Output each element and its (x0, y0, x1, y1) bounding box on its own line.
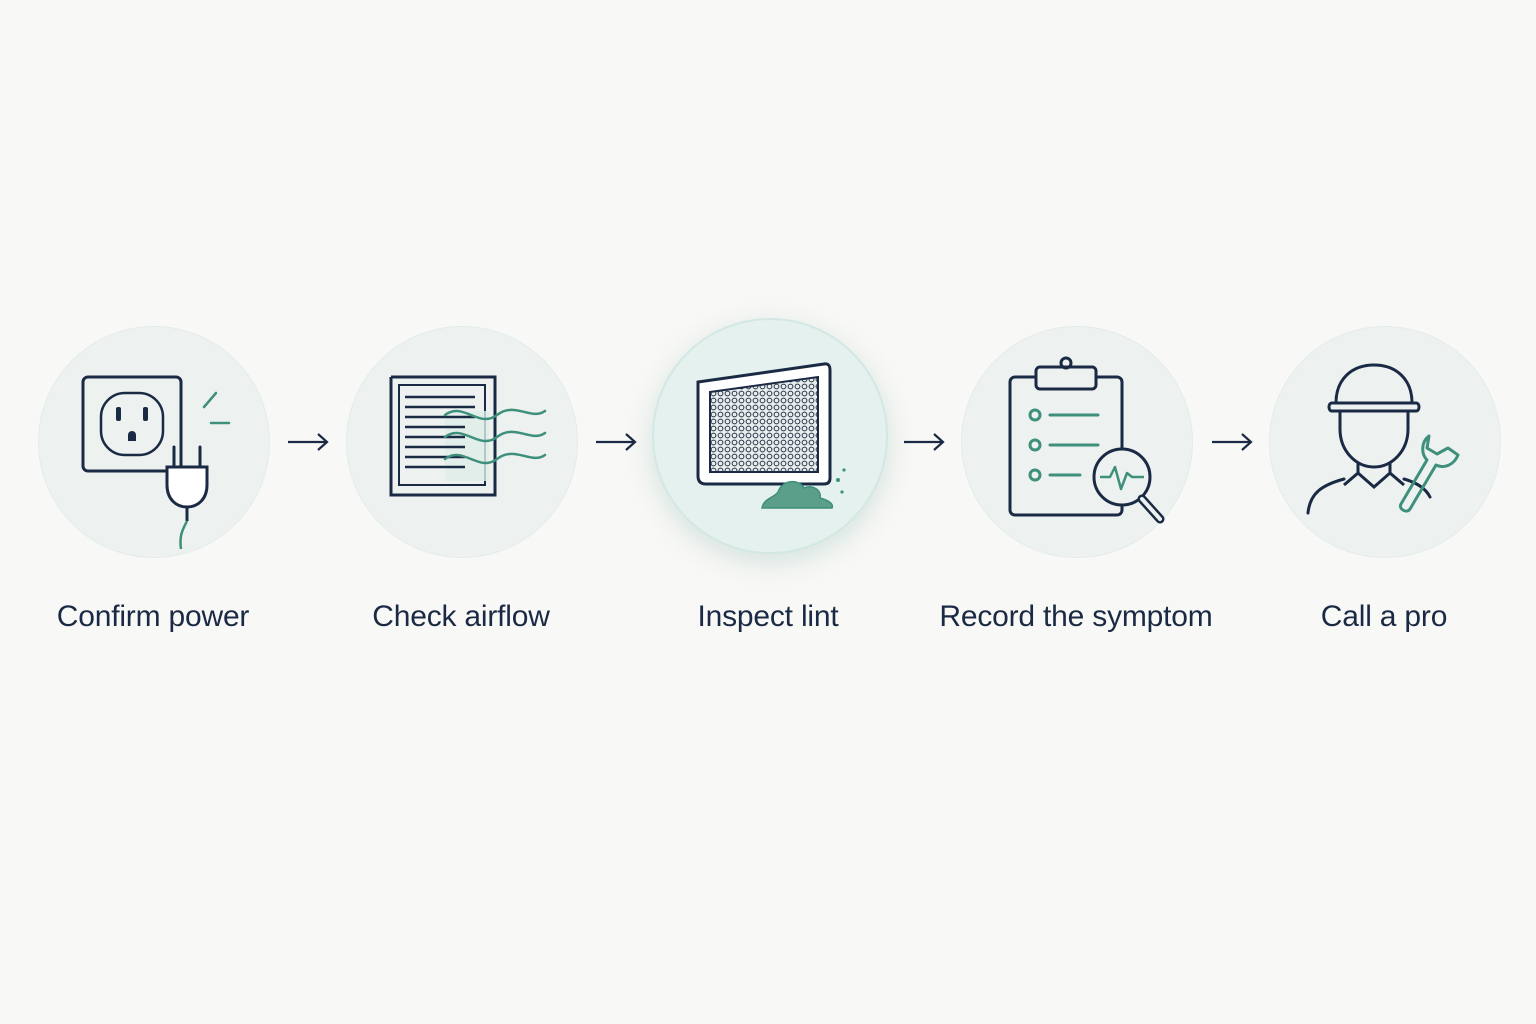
step-label: Record the symptom (939, 600, 1213, 633)
step-label: Check airflow (372, 600, 550, 633)
arrow-right-icon (596, 433, 637, 451)
arrow-right-icon (1212, 433, 1253, 451)
step-circle (346, 326, 578, 558)
lint-filter-icon (696, 362, 846, 509)
step-record-symptom: Record the symptom (926, 0, 1226, 1024)
step-label: Call a pro (1320, 600, 1448, 633)
outlet-plug-icon (81, 375, 231, 550)
arrow-right-icon (288, 433, 329, 451)
step-circle (1269, 326, 1501, 558)
step-check-airflow: Check airflow (311, 0, 611, 1024)
step-label: Confirm power (56, 600, 250, 633)
arrow-right-icon (904, 433, 945, 451)
step-circle (961, 326, 1193, 558)
step-circle-highlighted (652, 318, 888, 554)
step-call-pro: Call a pro (1234, 0, 1534, 1024)
step-inspect-lint: Inspect lint (618, 0, 918, 1024)
step-confirm-power: Confirm power (3, 0, 303, 1024)
clipboard-magnifier-icon (1008, 356, 1165, 524)
step-circle (38, 326, 270, 558)
vent-airflow-icon (389, 375, 547, 497)
technician-wrench-icon (1306, 363, 1460, 515)
step-label: Inspect lint (697, 600, 839, 633)
